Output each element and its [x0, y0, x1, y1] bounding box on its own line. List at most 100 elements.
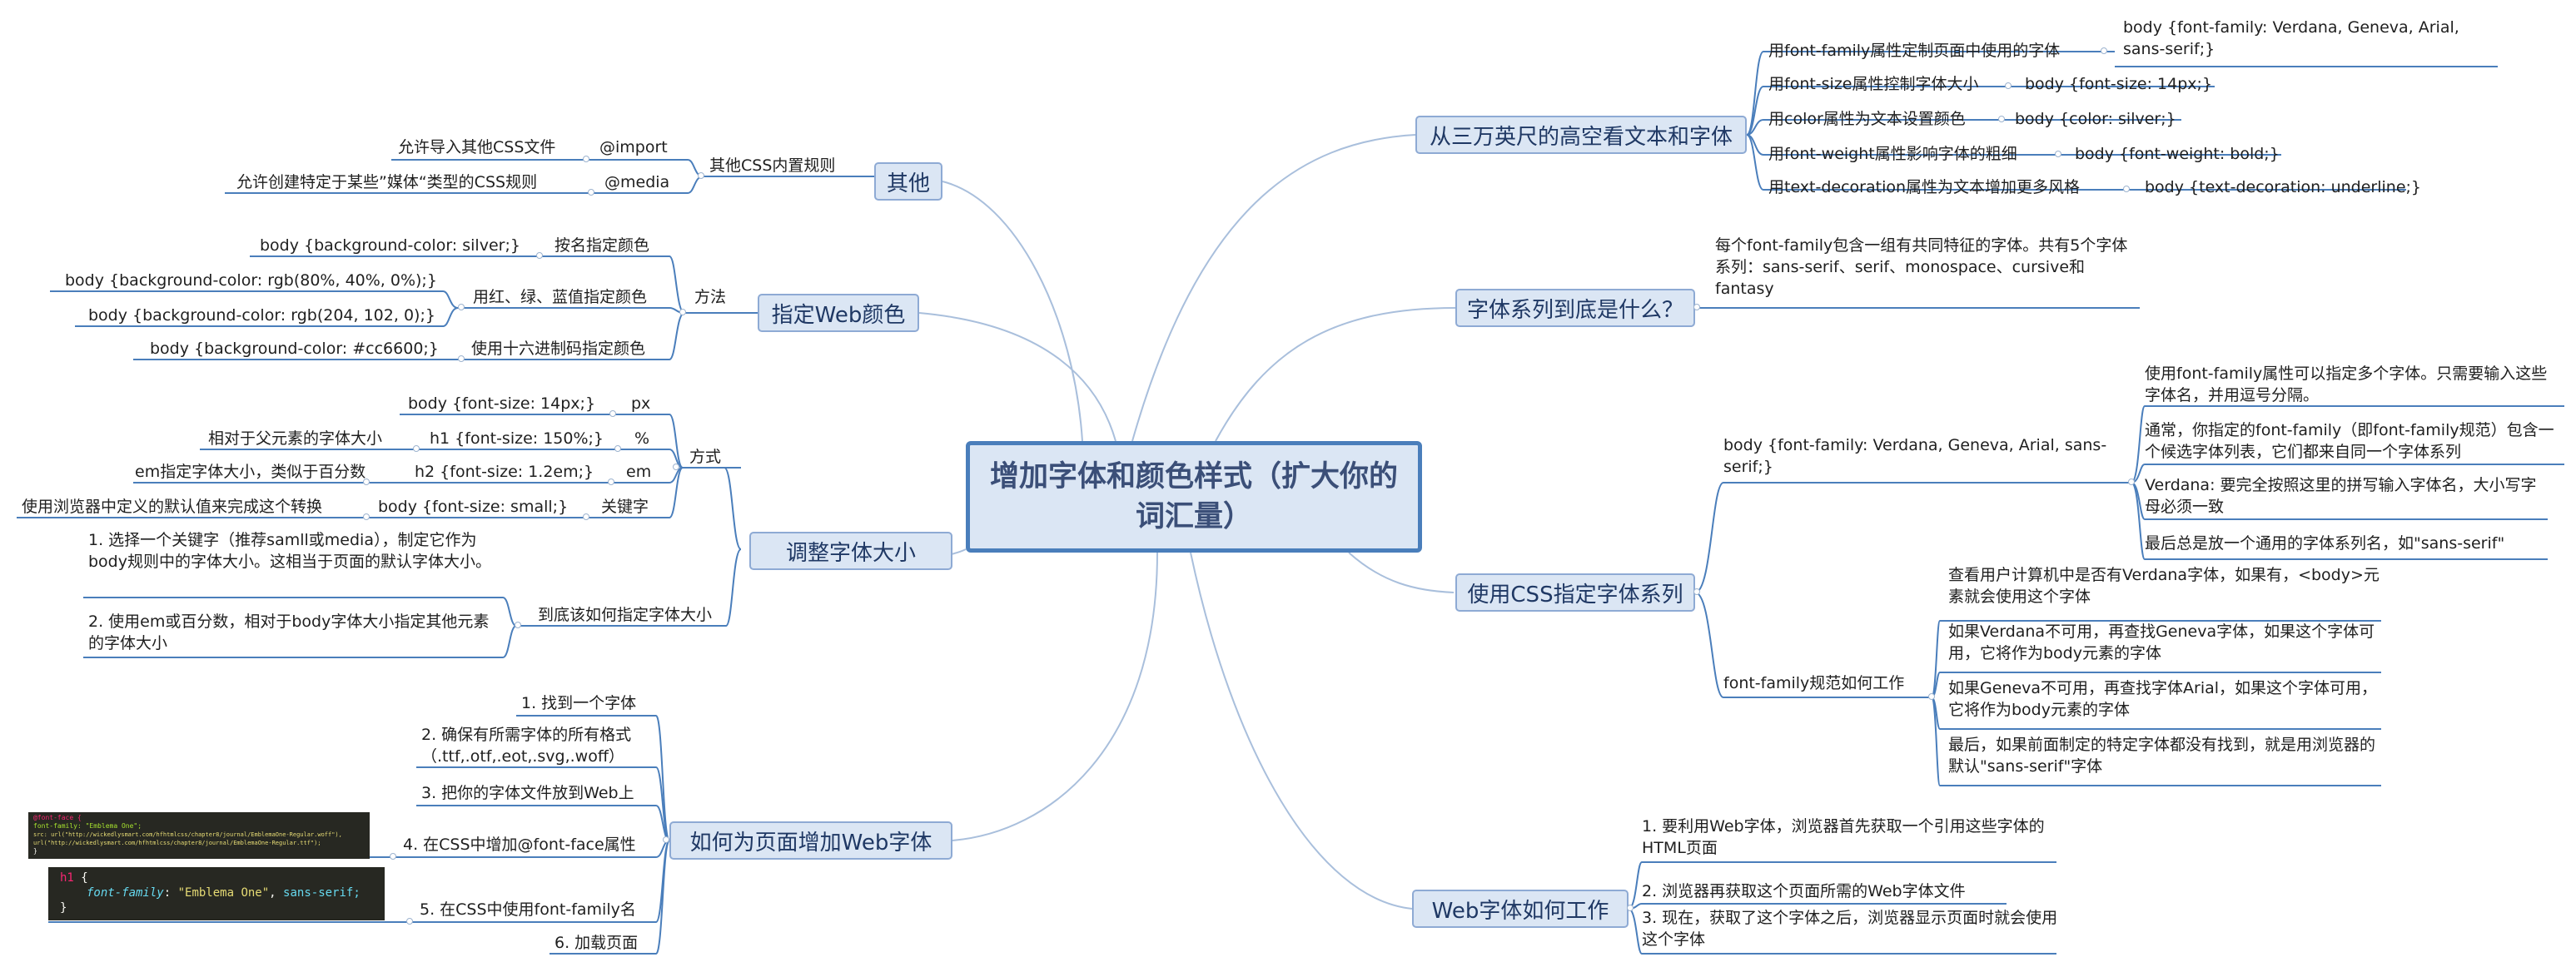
css-rule: body {font-family: Verdana, Geneva, Aria… [1723, 436, 2107, 476]
connector-dot [698, 172, 704, 179]
add-step-3: 3. 把你的字体文件放到Web上 [421, 784, 634, 802]
overview-value-font-size: body {font-size: 14px;} [2025, 75, 2213, 93]
webfont-step-3: 3. 现在，获取了这个字体之后，浏览器显示页面时就会使用这个字体 [1642, 909, 2058, 949]
topic-add-webfont[interactable]: 如何为页面增加Web字体 [669, 821, 952, 860]
size-how-note-2: 2. 使用em或百分数，相对于body字体大小指定其他元素的字体大小 [88, 612, 490, 652]
add-step-4: 4. 在CSS中增加@font-face属性 [403, 836, 636, 854]
connector-dot [1928, 693, 1935, 700]
color-rgb-number: body {background-color: rgb(204, 102, 0)… [88, 306, 435, 325]
topic-font-size[interactable]: 调整字体大小 [749, 532, 952, 570]
webfont-step-1: 1. 要利用Web字体，浏览器首先获取一个引用这些字体的HTML页面 [1642, 817, 2045, 857]
topic-webfont-how[interactable]: Web字体如何工作 [1412, 890, 1629, 928]
size-sub: 方式 [689, 448, 722, 466]
color-by-hex: 使用十六进制码指定颜色 [471, 340, 646, 358]
size-keyword-desc: 使用浏览器中定义的默认值来完成这个转换 [22, 498, 323, 516]
code-line: } [33, 847, 37, 855]
code-line: font-family: "Emblema One", sans-serif; [87, 885, 361, 900]
overview-value-font-family: body {font-family: Verdana, Geneva, Aria… [2123, 18, 2459, 58]
code-line: src: url("http://wickedlysmart.com/hfhtm… [33, 831, 342, 838]
connector-dot [588, 189, 594, 196]
add-step-5: 5. 在CSS中使用font-family名 [420, 900, 636, 919]
overview-value-text-decoration: body {text-decoration: underline;} [2145, 178, 2422, 196]
size-em-example: h2 {font-size: 1.2em;} [415, 463, 594, 481]
connector-dot [363, 479, 370, 485]
connector-dot [2005, 82, 2012, 89]
connector-dot [608, 479, 614, 485]
central-topic[interactable]: 增加字体和颜色样式（扩大你的词汇量） [966, 441, 1422, 553]
rule-note-1: 使用font-family属性可以指定多个字体。只需要输入这些字体名，并用逗号分… [2145, 364, 2548, 404]
overview-label-color: 用color属性为文本设置颜色 [1768, 110, 1966, 128]
topic-overview[interactable]: 从三万英尺的高空看文本和字体 [1415, 116, 1747, 154]
code-brace-open: { [81, 871, 88, 885]
color-hex-example: body {background-color: #cc6600;} [150, 340, 439, 358]
connector-dot [536, 252, 543, 259]
code-generic: sans-serif; [283, 886, 361, 900]
size-percent: % [634, 429, 650, 448]
code-value: "Emblema One" [177, 886, 270, 900]
connector-dot [1627, 905, 1634, 911]
connector-dot [2128, 479, 2135, 485]
size-how-note-1: 1. 选择一个关键字（推荐samll或media），制定它作为body规则中的字… [88, 531, 491, 571]
code-property: font-family [87, 886, 164, 900]
overview-value-font-weight: body {font-weight: bold;} [2075, 145, 2280, 163]
size-keyword: 关键字 [601, 498, 649, 516]
rule-note-4: 最后总是放一个通用的字体系列名，如"sans-serif" [2145, 534, 2505, 553]
size-px: px [631, 394, 651, 413]
connector-dot [1693, 304, 1700, 310]
families-note: 每个font-family包含一组有共同特征的字体。共有5个字体系列：sans-… [1715, 236, 2128, 298]
connector-dot [663, 836, 669, 843]
code-selector: h1 [60, 871, 74, 885]
connector-dot [2101, 47, 2107, 54]
size-percent-desc: 相对于父元素的字体大小 [208, 429, 383, 448]
connector-dot [363, 513, 370, 520]
other-import: @import [599, 138, 668, 156]
add-step-2: 2. 确保有所需字体的所有格式（.ttf,.otf,.eot,.svg,.wof… [421, 726, 632, 766]
topic-web-color[interactable]: 指定Web颜色 [758, 294, 919, 332]
other-media: @media [604, 173, 670, 191]
webfont-step-2: 2. 浏览器再获取这个页面所需的Web字体文件 [1642, 882, 1966, 900]
fontface-code-image: @font-face { font-family: "Emblema One";… [28, 812, 370, 859]
overview-value-color: body {color: silver;} [2015, 110, 2176, 128]
code-line: url("http://wickedlysmart.com/hfhtmlcss/… [33, 840, 321, 846]
other-media-desc: 允许创建特定于某些”媒体“类型的CSS规则 [236, 173, 538, 191]
topic-css-font-family[interactable]: 使用CSS指定字体系列 [1455, 573, 1695, 612]
overview-label-font-weight: 用font-weight属性影响字体的粗细 [1768, 145, 2017, 163]
size-px-example: body {font-size: 14px;} [408, 394, 596, 413]
size-em-desc: em指定字体大小，类似于百分数 [135, 463, 366, 481]
connector-dot [413, 445, 420, 452]
color-sub: 方法 [694, 288, 727, 306]
topic-font-families[interactable]: 字体系列到底是什么？ [1455, 289, 1695, 327]
font-family-code-image: h1 { font-family: "Emblema One", sans-se… [48, 867, 385, 920]
connector-dot [1998, 116, 2005, 122]
how-family-works: font-family规范如何工作 [1723, 674, 1905, 692]
connector-dot [390, 853, 396, 860]
connector-dot [2123, 186, 2130, 192]
size-how: 到底该如何指定字体大小 [538, 606, 713, 624]
rule-note-2: 通常，你指定的font-family（即font-family规范）包含一个候选… [2145, 421, 2554, 461]
size-em: em [626, 463, 652, 481]
connector-dot [458, 304, 465, 310]
other-sub: 其他CSS内置规则 [709, 156, 836, 175]
add-step-1: 1. 找到一个字体 [521, 694, 637, 712]
how-note-2: 如果Verdana不可用，再查找Geneva字体，如果这个字体可用，它将作为bo… [1948, 622, 2375, 662]
code-line: font-family: "Emblema One"; [33, 822, 142, 830]
code-brace-close: } [60, 901, 67, 915]
overview-label-font-size: 用font-size属性控制字体大小 [1768, 75, 1979, 93]
connector-dot [673, 464, 679, 470]
connector-dot [2055, 151, 2061, 157]
overview-label-font-family: 用font-family属性定制页面中使用的字体 [1768, 42, 2061, 60]
color-by-rgb: 用红、绿、蓝值指定颜色 [473, 288, 648, 306]
how-note-1: 查看用户计算机中是否有Verdana字体，如果有，<body>元素就会使用这个字… [1948, 566, 2380, 606]
other-import-desc: 允许导入其他CSS文件 [398, 138, 556, 156]
size-percent-example: h1 {font-size: 150%;} [430, 429, 604, 448]
connector-dot [583, 513, 589, 520]
connector-dot [515, 622, 521, 628]
connector-dot [406, 918, 413, 925]
code-line: @font-face { [33, 814, 82, 821]
color-by-name: 按名指定颜色 [554, 236, 650, 255]
connector-dot [679, 309, 686, 315]
overview-label-text-decoration: 用text-decoration属性为文本增加更多风格 [1768, 178, 2081, 196]
topic-other[interactable]: 其他 [874, 162, 942, 201]
how-note-3: 如果Geneva不可用，再查找字体Arial，如果这个字体可用，它将作为body… [1948, 679, 2378, 719]
